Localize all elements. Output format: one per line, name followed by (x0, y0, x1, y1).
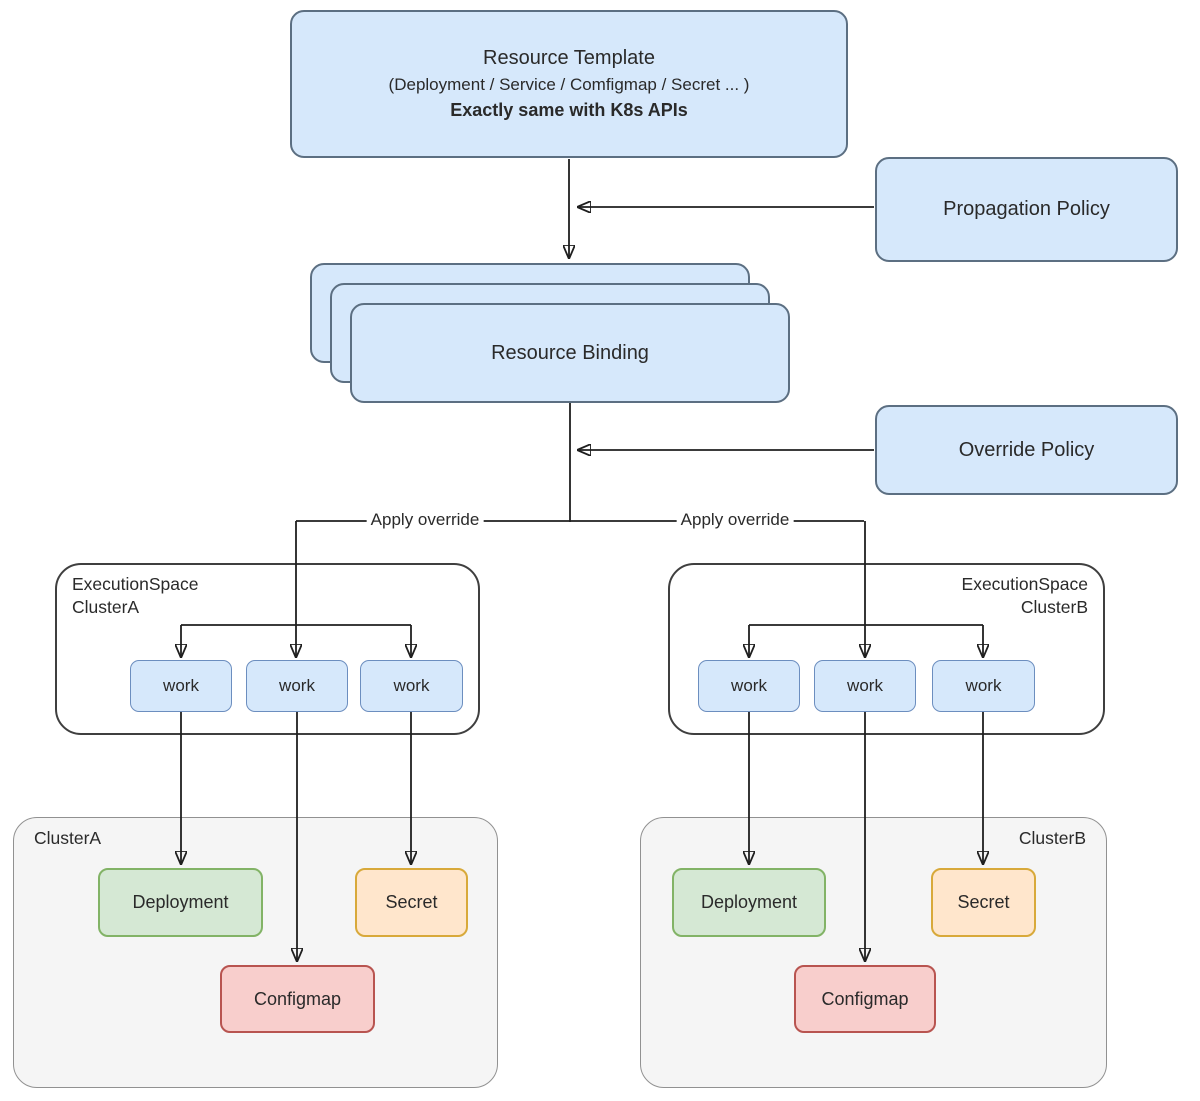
execution-space-b-cluster: ClusterB (1020, 596, 1088, 617)
resource-template-note: Exactly same with K8s APIs (450, 100, 688, 120)
work-box-b1: work (698, 660, 800, 712)
work-box-a1: work (130, 660, 232, 712)
override-policy-label: Override Policy (958, 438, 1095, 461)
resource-binding-box: Resource Binding (350, 303, 790, 403)
apply-override-label-right: Apply override (676, 510, 794, 530)
resource-template-subtitle: (Deployment / Service / Comfigmap / Secr… (388, 75, 750, 94)
work-box-b2: work (814, 660, 916, 712)
cluster-b-label: ClusterB (1018, 828, 1086, 848)
work-box-a2: work (246, 660, 348, 712)
execution-space-a-cluster: ClusterA (72, 596, 140, 617)
cluster-b-configmap-box: Configmap (794, 965, 936, 1033)
resource-template-title: Resource Template (483, 47, 655, 69)
propagation-policy-label: Propagation Policy (943, 198, 1110, 220)
execution-space-a-name: ExecutionSpace (72, 574, 199, 594)
cluster-b-deployment-box: Deployment (672, 868, 826, 937)
cluster-a: ClusterA (13, 817, 498, 1088)
execution-space-b-name: ExecutionSpace (961, 574, 1088, 594)
work-box-a3: work (360, 660, 463, 712)
cluster-a-deployment-box: Deployment (98, 868, 263, 937)
resource-binding-label: Resource Binding (491, 341, 649, 364)
apply-override-label-left: Apply override (366, 510, 484, 530)
resource-template-text: Resource Template (Deployment / Service … (292, 47, 846, 121)
execution-space-b-label: ExecutionSpace ClusterB (962, 573, 1088, 619)
cluster-b: ClusterB (640, 817, 1107, 1088)
cluster-a-configmap-box: Configmap (220, 965, 375, 1033)
execution-space-a-label: ExecutionSpace ClusterA (72, 573, 198, 619)
cluster-a-label: ClusterA (34, 828, 102, 848)
cluster-a-secret-box: Secret (355, 868, 468, 937)
override-policy-box: Override Policy (875, 405, 1178, 495)
work-box-b3: work (932, 660, 1035, 712)
cluster-b-secret-box: Secret (931, 868, 1036, 937)
resource-template-box: Resource Template (Deployment / Service … (290, 10, 848, 158)
propagation-policy-box: Propagation Policy (875, 157, 1178, 262)
